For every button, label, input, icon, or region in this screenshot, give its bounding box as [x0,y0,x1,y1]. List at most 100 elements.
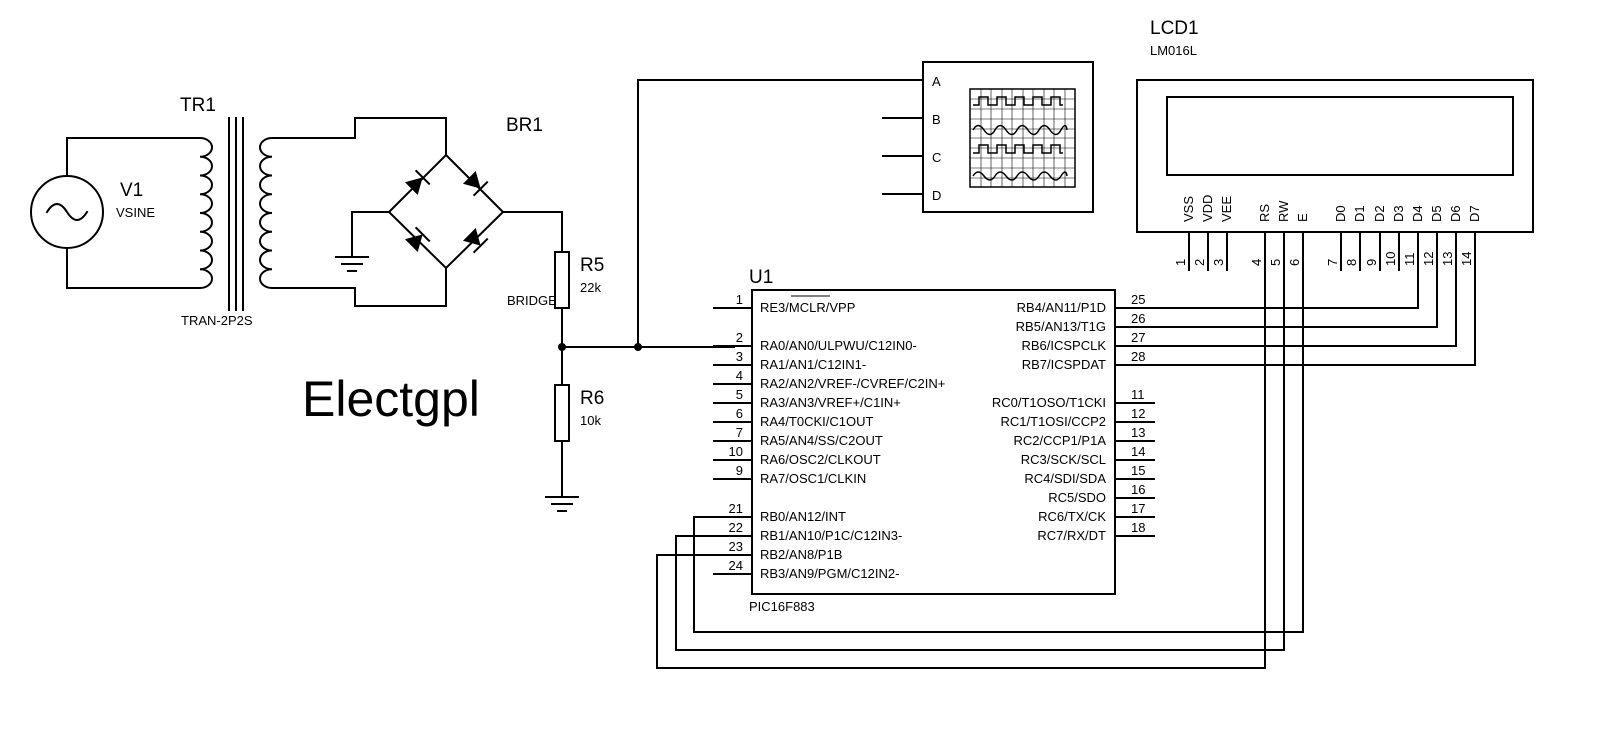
u1-pin-number: 4 [736,368,743,383]
u1-pin-label: RA7/OSC1/CLKIN [760,471,866,486]
scope-channel-a-label: A [932,74,941,89]
lcd-pin-name: D5 [1429,205,1444,222]
u1-pin-number: 5 [736,387,743,402]
r6-value-label: 10k [580,413,601,428]
tr1-value-label: TRAN-2P2S [181,313,253,328]
u1-pin-label: RA5/AN4/SS/C2OUT [760,433,883,448]
u1-pin-label: RB4/AN11/P1D [1017,300,1106,315]
u1-pin-label: RC3/SCK/SCL [1021,452,1106,467]
br1-value-label: BRIDGE [507,293,557,308]
lcd-pin-number: 7 [1325,259,1340,266]
lcd-pin-name: D3 [1391,205,1406,222]
u1-pin-label: RA0/AN0/ULPWU/C12IN0- [760,338,917,353]
u1-pin-label: RA1/AN1/C12IN1- [760,357,866,372]
u1-pin-label: RC2/CCP1/P1A [1014,433,1107,448]
u1-pin-label: RC5/SDO [1048,490,1106,505]
lcd-pin-number: 8 [1344,259,1359,266]
r6-ref-label: R6 [580,388,604,409]
u1-pin-number: 7 [736,425,743,440]
u1-pin-number: 13 [1131,425,1145,440]
u1-pin-label: RA6/OSC2/CLKOUT [760,452,881,467]
u1-pin-label: RB6/ICSPCLK [1021,338,1106,353]
lcd-pin-name: D0 [1333,205,1348,222]
u1-pin-number: 1 [736,292,743,307]
lcd-pin-name: D6 [1448,205,1463,222]
r5-resistor[interactable] [554,251,570,348]
u1-pin-number: 3 [736,349,743,364]
oscilloscope[interactable] [882,61,1094,213]
lcd-pin-name: VDD [1200,195,1215,222]
lcd-pin-name: VSS [1181,196,1196,222]
lcd-pin-name: E [1295,213,1310,222]
divider-net-wire [558,79,924,351]
lcd-pin-number: 12 [1421,252,1436,266]
u1-pin-label: RC0/T1OSO/T1CKI [992,395,1106,410]
lcd-display[interactable] [1136,79,1534,233]
u1-pin-number: 27 [1131,330,1145,345]
lcd-pin-number: 10 [1383,252,1398,266]
lcd-pin-name: D4 [1410,205,1425,222]
u1-pin-number: 17 [1131,501,1145,516]
u1-pin-number: 11 [1131,387,1145,402]
lcd-pin-number: 4 [1249,259,1264,266]
u1-pin-number: 25 [1131,292,1145,307]
lcd1-ref-label: LCD1 [1150,18,1199,39]
u1-pin-number: 15 [1131,463,1145,478]
v1-value-label: VSINE [116,205,155,220]
u1-pin-number: 6 [736,406,743,421]
lcd-pin-number: 5 [1268,259,1283,266]
scope-channel-d-label: D [932,188,941,203]
scope-channel-b-label: B [932,112,941,127]
u1-pin-number: 28 [1131,349,1145,364]
u1-pin-label: RA4/T0CKI/C1OUT [760,414,873,429]
u1-pin-label: RB0/AN12/INT [760,509,846,524]
u1-pin-number: 22 [729,520,743,535]
lcd-pin-name: D7 [1467,205,1482,222]
u1-pin-label: RB2/AN8/P1B [760,547,842,562]
u1-pin-number: 12 [1131,406,1145,421]
lcd-pin-number: 6 [1287,259,1302,266]
u1-pin-label: RC7/RX/DT [1037,528,1106,543]
v1-sine-source[interactable] [30,137,201,289]
lcd-control-wires [656,269,1304,669]
r5-ref-label: R5 [580,255,604,276]
lcd-pin-name: VEE [1219,196,1234,222]
u1-pin-number: 2 [736,330,743,345]
u1-pin-number: 10 [729,444,743,459]
u1-pin-label: RC4/SDI/SDA [1024,471,1106,486]
u1-pin-label: RB3/AN9/PGM/C12IN2- [760,566,899,581]
u1-pin-number: 9 [736,463,743,478]
u1-pin-label: RC6/TX/CK [1038,509,1106,524]
u1-microcontroller[interactable] [751,289,1116,595]
lcd-pin-number: 1 [1173,259,1188,266]
u1-pin-number: 18 [1131,520,1145,535]
br1-ref-label: BR1 [506,115,543,136]
lcd-pin-number: 14 [1459,252,1474,266]
lcd-pin-name: D2 [1372,205,1387,222]
lcd-pin-name: RS [1257,204,1272,222]
u1-value-label: PIC16F883 [749,599,815,614]
u1-ref-label: U1 [749,267,773,288]
lcd-pin-group: VSS1VDD2VEE3RS4RW5E6D07D18D29D310D411D51… [1173,195,1482,271]
r6-resistor[interactable] [545,346,579,512]
u1-pin-label: RB1/AN10/P1C/C12IN3- [760,528,902,543]
r5-value-label: 22k [580,280,601,295]
u1-pin-number: 26 [1131,311,1145,326]
u1-pin-label: RC1/T1OSI/CCP2 [1001,414,1106,429]
lcd-pin-number: 2 [1192,259,1207,266]
lcd1-value-label: LM016L [1150,43,1197,58]
u1-pin-number: 24 [729,558,743,573]
u1-pin-label: RB7/ICSPDAT [1022,357,1106,372]
lcd-pin-number: 9 [1364,259,1379,266]
scope-channel-c-label: C [932,150,941,165]
u1-pin-label: RE3/MCLR/VPP [760,300,855,315]
u1-pin-number: 16 [1131,482,1145,497]
u1-pin-number: 14 [1131,444,1145,459]
tr1-transformer[interactable] [198,117,356,311]
lcd-pin-number: 11 [1402,253,1417,267]
tr1-ref-label: TR1 [180,95,216,116]
lcd-pin-name: D1 [1352,205,1367,222]
br1-bridge-rectifier[interactable] [335,117,563,307]
u1-pin-label: RA2/AN2/VREF-/CVREF/C2IN+ [760,376,945,391]
